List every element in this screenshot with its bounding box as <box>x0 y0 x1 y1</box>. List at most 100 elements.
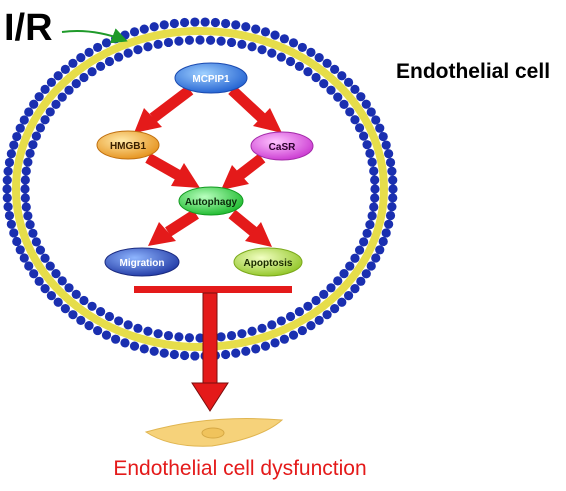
membrane-head-bead <box>2 175 12 185</box>
node-migration-label: Migration <box>120 258 165 269</box>
membrane-head-bead <box>306 321 316 331</box>
membrane-head-bead <box>381 228 391 238</box>
membrane-head-bead <box>388 193 398 203</box>
membrane-head-bead <box>31 131 41 141</box>
membrane-head-bead <box>270 338 280 348</box>
arrow-hmgb1-autophagy <box>145 153 200 188</box>
membrane-head-bead <box>333 276 343 286</box>
membrane-head-bead <box>356 92 366 102</box>
membrane-head-bead <box>247 42 257 52</box>
membrane-head-bead <box>354 123 365 133</box>
membrane-head-bead <box>385 210 396 221</box>
membrane-head-bead <box>216 36 226 46</box>
membrane-head-bead <box>139 24 149 34</box>
membrane-head-bead <box>20 184 30 194</box>
membrane-head-bead <box>384 219 394 229</box>
membrane-head-bead <box>23 157 33 167</box>
membrane-head-bead <box>270 30 280 40</box>
membrane-head-bead <box>381 140 391 150</box>
membrane-head-bead <box>195 333 205 343</box>
membrane-head-bead <box>57 276 67 286</box>
membrane-head-bead <box>195 35 205 45</box>
membrane-head-bead <box>241 346 251 356</box>
membrane-head-bead <box>279 34 289 44</box>
stimulus-arrow <box>61 28 128 44</box>
membrane-head-bead <box>84 321 94 331</box>
membrane-head-bead <box>297 325 307 336</box>
membrane-head-bead <box>4 157 15 168</box>
membrane-head-bead <box>303 67 313 77</box>
membrane-head-bead <box>15 123 25 133</box>
membrane-head-bead <box>12 131 22 142</box>
membrane-head-bead <box>361 99 371 109</box>
membrane-head-bead <box>333 92 343 102</box>
membrane-head-bead <box>163 37 174 48</box>
membrane-head-bead <box>3 202 13 212</box>
membrane-head-bead <box>104 311 115 322</box>
membrane-head-bead <box>64 283 74 293</box>
membrane-head-bead <box>35 245 46 255</box>
membrane-head-bead <box>237 39 247 49</box>
membrane-head-bead <box>51 99 61 109</box>
membrane-head-bead <box>247 326 257 336</box>
membrane-head-bead <box>279 334 289 344</box>
node-autophagy: Autophagy <box>178 186 244 216</box>
membrane-head-bead <box>294 61 305 71</box>
membrane-head-bead <box>71 79 81 89</box>
membrane-head-bead <box>101 330 112 340</box>
membrane-head-bead <box>68 58 78 68</box>
membrane-head-bead <box>369 202 379 212</box>
membrane-head-bead <box>362 228 372 238</box>
membrane-head-bead <box>29 99 39 109</box>
cell-label: Endothelial cell <box>396 60 550 83</box>
membrane-head-bead <box>388 175 398 185</box>
membrane-head-bead <box>297 42 307 53</box>
membrane-head-bead <box>359 131 369 141</box>
membrane-head-bead <box>190 351 200 361</box>
membrane-head-bead <box>337 297 347 307</box>
endothelial-cell-shape <box>144 418 284 447</box>
membrane-head-bead <box>221 18 231 29</box>
outcome-label: Endothelial cell dysfunction <box>113 457 366 480</box>
membrane-head-bead <box>76 53 86 63</box>
membrane-head-bead <box>205 35 216 45</box>
membrane-head-bead <box>339 269 349 279</box>
membrane-head-bead <box>388 184 398 194</box>
membrane-head-bead <box>111 334 121 344</box>
membrane-head-bead <box>87 301 97 311</box>
membrane-head-bead <box>9 228 19 238</box>
membrane-head-bead <box>3 166 13 176</box>
membrane-head-bead <box>25 148 35 158</box>
membrane-head-bead <box>101 38 112 48</box>
membrane-head-bead <box>120 338 130 348</box>
membrane-head-bead <box>267 48 277 58</box>
node-casr-label: CaSR <box>269 142 296 153</box>
membrane-head-bead <box>20 175 30 185</box>
membrane-head-bead <box>23 211 33 221</box>
membrane-head-bead <box>231 20 241 30</box>
membrane-head-bead <box>306 47 316 57</box>
membrane-head-bead <box>288 330 299 340</box>
node-autophagy-label: Autophagy <box>185 197 238 208</box>
membrane-head-bead <box>387 202 397 212</box>
membrane-head-bead <box>350 84 360 95</box>
membrane-head-bead <box>40 115 50 125</box>
membrane-head-bead <box>294 307 305 317</box>
membrane-head-bead <box>226 37 237 48</box>
membrane-head-bead <box>104 56 115 67</box>
membrane-head-bead <box>375 245 385 255</box>
membrane-head-bead <box>343 77 354 88</box>
membrane-head-bead <box>367 211 377 221</box>
membrane-head-bead <box>257 45 267 55</box>
membrane-head-bead <box>314 53 324 63</box>
membrane-head-bead <box>123 48 133 58</box>
membrane-head-bead <box>345 261 355 271</box>
membrane-head-bead <box>60 64 70 74</box>
membrane-head-bead <box>350 253 360 263</box>
membrane-head-bead <box>29 269 39 279</box>
membrane-head-bead <box>210 17 220 28</box>
membrane-head-bead <box>319 289 329 299</box>
membrane-head-bead <box>95 61 106 71</box>
membrane-head-bead <box>190 17 200 27</box>
membrane-head-bead <box>34 92 44 102</box>
